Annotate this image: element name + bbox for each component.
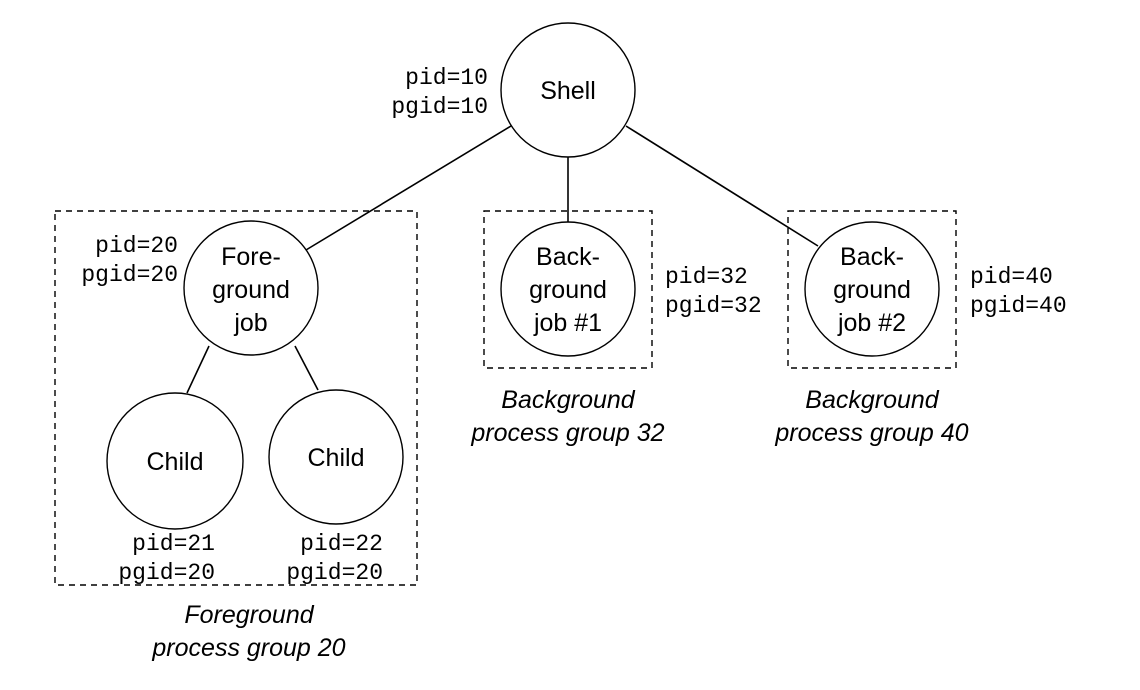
- bg-job2-pgid: pgid=40: [970, 293, 1067, 319]
- bg-job1-label-line1: Back-: [536, 243, 600, 271]
- background-group-32-box: [483, 210, 653, 369]
- fg-job-label-line3: job: [233, 309, 267, 337]
- shell-pgid: pgid=10: [391, 94, 488, 120]
- bg-job2-pid: pid=40: [970, 264, 1053, 290]
- caption-background-group-32: Background process group 32: [470, 386, 664, 447]
- fg-caption-line2: process group 20: [151, 634, 345, 662]
- edges: [186, 125, 819, 394]
- edge-shell-bg-job2: [625, 125, 819, 247]
- bg-job2-circle: [804, 221, 940, 357]
- node-child-2: Child pid=22 pgid=20: [268, 389, 404, 586]
- shell-label: Shell: [540, 77, 596, 105]
- background-group-40-box: [787, 210, 957, 369]
- edge-shell-fg-job: [300, 125, 512, 254]
- fg-job-label-line1: Fore-: [221, 243, 281, 271]
- node-foreground-job: Fore- ground job pid=20 pgid=20: [81, 220, 319, 356]
- fg-job-pgid: pgid=20: [81, 262, 178, 288]
- bg32-caption-line2: process group 32: [470, 419, 664, 447]
- bg-job1-pgid: pgid=32: [665, 293, 762, 319]
- bg-job1-label-line3: job #1: [533, 309, 602, 337]
- fg-job-label-line2: ground: [212, 276, 290, 304]
- caption-foreground-group: Foreground process group 20: [151, 601, 345, 662]
- bg32-caption-line1: Background: [501, 386, 636, 414]
- shell-circle: [500, 22, 636, 158]
- child2-label: Child: [308, 444, 365, 472]
- child1-pid: pid=21: [132, 531, 215, 557]
- bg-job2-label-line2: ground: [833, 276, 911, 304]
- bg-job2-label-line3: job #2: [837, 309, 906, 337]
- child2-circle: [268, 389, 404, 525]
- child1-label: Child: [147, 448, 204, 476]
- shell-pid: pid=10: [405, 65, 488, 91]
- node-background-job-1: Back- ground job #1 pid=32 pgid=32: [500, 221, 762, 357]
- node-shell: Shell pid=10 pgid=10: [391, 22, 636, 158]
- fg-job-circle: [183, 220, 319, 356]
- child1-pgid: pgid=20: [118, 560, 215, 586]
- foreground-group-box: [54, 210, 418, 586]
- bg-job1-label-line2: ground: [529, 276, 607, 304]
- bg40-caption-line1: Background: [805, 386, 940, 414]
- child2-pid: pid=22: [300, 531, 383, 557]
- bg40-caption-line2: process group 40: [774, 419, 968, 447]
- bg-job1-circle: [500, 221, 636, 357]
- bg-job2-label-line1: Back-: [840, 243, 904, 271]
- edge-fg-job-child2: [294, 345, 319, 391]
- child1-circle: [106, 392, 244, 530]
- caption-background-group-40: Background process group 40: [774, 386, 968, 447]
- fg-caption-line1: Foreground: [184, 601, 314, 629]
- node-background-job-2: Back- ground job #2 pid=40 pgid=40: [804, 221, 1067, 357]
- fg-job-pid: pid=20: [95, 233, 178, 259]
- node-child-1: Child pid=21 pgid=20: [106, 392, 244, 586]
- edge-fg-job-child1: [186, 345, 210, 394]
- child2-pgid: pgid=20: [286, 560, 383, 586]
- bg-job1-pid: pid=32: [665, 264, 748, 290]
